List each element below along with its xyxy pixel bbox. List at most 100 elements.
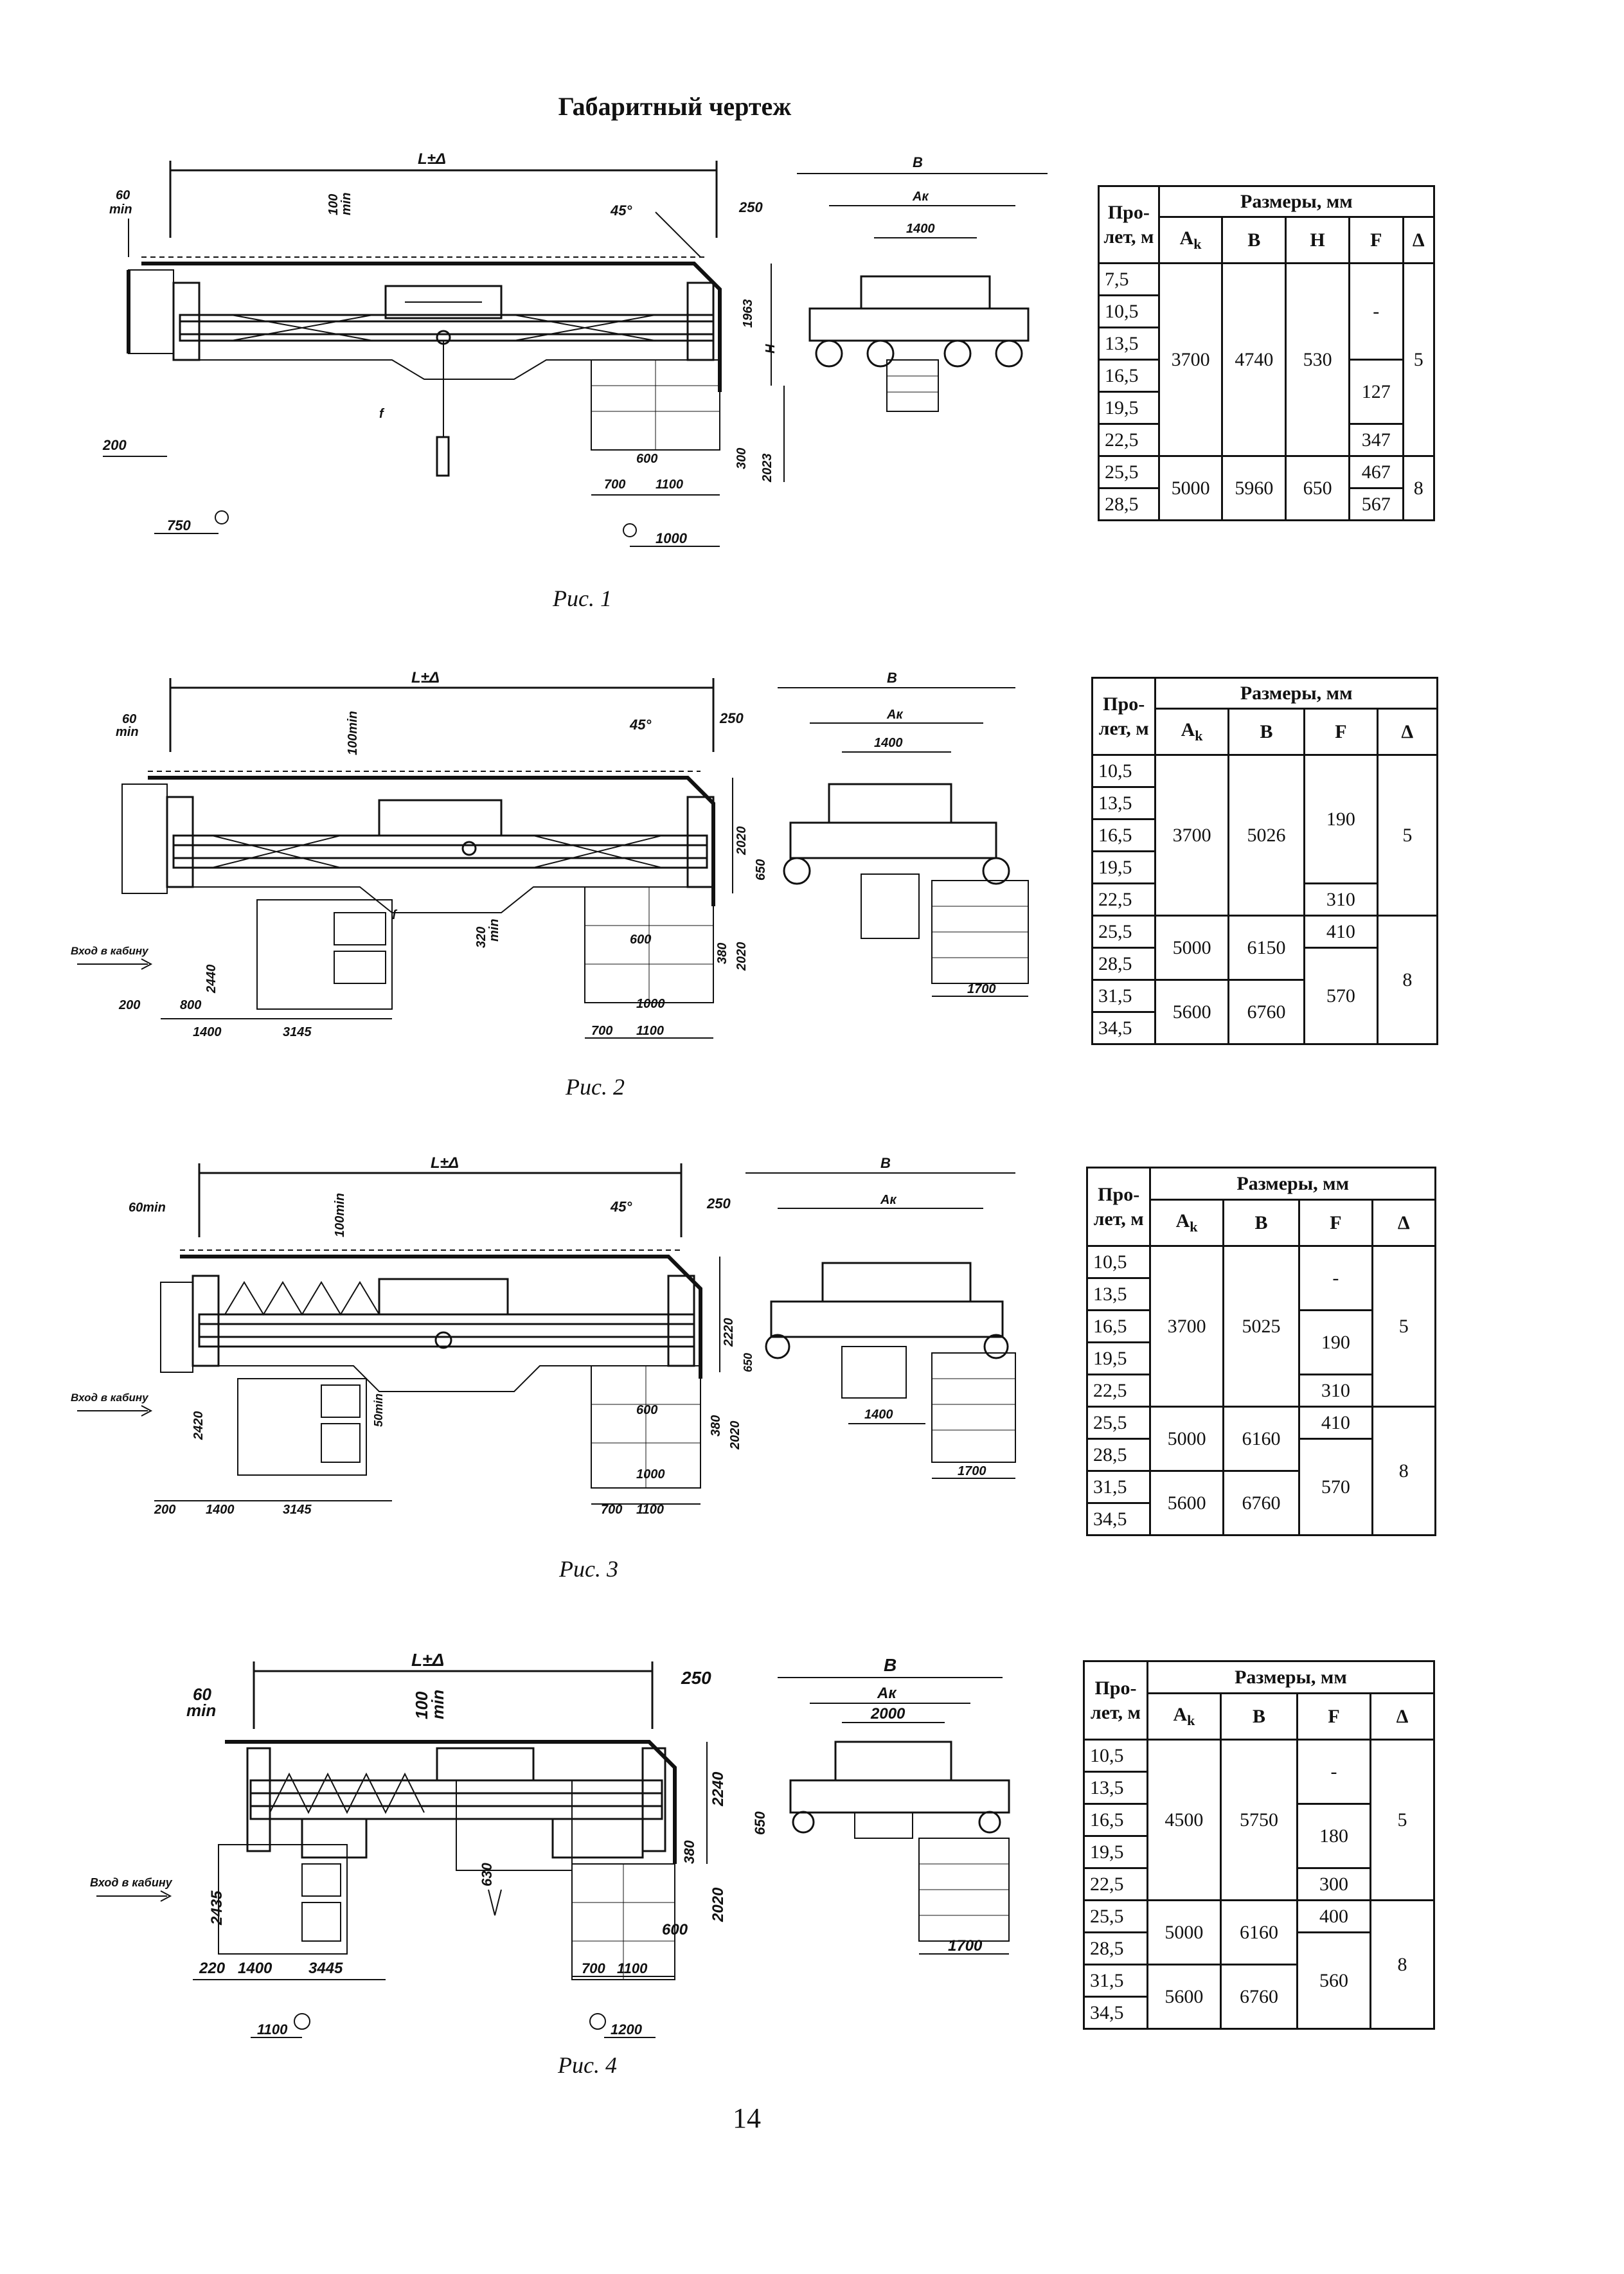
svg-text:700: 700 xyxy=(582,1960,605,1976)
svg-text:min: min xyxy=(428,1690,447,1719)
svg-text:2020: 2020 xyxy=(709,1887,727,1922)
svg-text:1000: 1000 xyxy=(636,1467,665,1482)
svg-text:2020: 2020 xyxy=(728,1421,742,1451)
svg-text:650: 650 xyxy=(752,1811,768,1835)
table-1: Про-лет, м Размеры, мм Ak B H F Δ 7,5 37… xyxy=(1098,185,1436,521)
svg-text:1700: 1700 xyxy=(967,982,996,996)
svg-text:min: min xyxy=(109,202,132,217)
svg-text:1100: 1100 xyxy=(636,1024,664,1038)
svg-text:B: B xyxy=(913,154,923,170)
svg-text:1400: 1400 xyxy=(864,1408,893,1422)
svg-text:1963: 1963 xyxy=(741,300,755,328)
svg-text:100min: 100min xyxy=(333,1193,347,1237)
svg-text:1000: 1000 xyxy=(656,530,688,546)
svg-text:2420: 2420 xyxy=(192,1411,206,1441)
figure-1-drawing: L±Δ 60 min 100 min 45° 250 1963 H f 200 … xyxy=(102,148,1067,585)
svg-text:600: 600 xyxy=(636,1403,657,1417)
col-group-label: Размеры, мм xyxy=(1157,185,1436,218)
col-span-label: Про-лет, м xyxy=(1103,201,1154,247)
svg-text:630: 630 xyxy=(479,1863,495,1886)
svg-text:1400: 1400 xyxy=(906,222,935,236)
svg-text:600: 600 xyxy=(662,1921,688,1938)
svg-text:800: 800 xyxy=(180,998,201,1012)
svg-text:1700: 1700 xyxy=(958,1464,986,1478)
svg-text:50min: 50min xyxy=(372,1393,385,1427)
svg-text:380: 380 xyxy=(709,1415,723,1437)
svg-text:1400: 1400 xyxy=(238,1960,272,1977)
svg-text:700: 700 xyxy=(591,1024,612,1038)
svg-text:L±Δ: L±Δ xyxy=(411,1650,444,1670)
svg-text:f: f xyxy=(379,407,385,421)
svg-text:Вход в кабину: Вход в кабину xyxy=(90,1876,173,1889)
svg-text:750: 750 xyxy=(167,517,191,533)
svg-text:2240: 2240 xyxy=(709,1771,727,1807)
figure-2-caption: Рис. 2 xyxy=(566,1074,625,1100)
svg-text:min: min xyxy=(116,725,139,739)
svg-text:600: 600 xyxy=(636,452,657,466)
svg-text:1100: 1100 xyxy=(636,1503,664,1517)
svg-text:1400: 1400 xyxy=(874,736,903,750)
svg-text:380: 380 xyxy=(681,1840,697,1864)
svg-text:1400: 1400 xyxy=(193,1025,222,1039)
svg-text:1100: 1100 xyxy=(257,2021,288,2037)
svg-text:220: 220 xyxy=(199,1960,226,1977)
svg-text:250: 250 xyxy=(706,1195,731,1212)
svg-text:60: 60 xyxy=(122,712,136,726)
svg-text:B: B xyxy=(887,670,897,686)
svg-text:L±Δ: L±Δ xyxy=(411,669,440,686)
page-title: Габаритный чертеж xyxy=(558,92,792,121)
svg-text:380: 380 xyxy=(715,943,729,964)
svg-text:min: min xyxy=(186,1701,216,1720)
svg-text:1000: 1000 xyxy=(636,997,665,1011)
svg-text:1100: 1100 xyxy=(617,1960,648,1976)
svg-text:650: 650 xyxy=(754,859,768,881)
dim-span: L±Δ xyxy=(418,150,446,168)
svg-text:Вход в кабину: Вход в кабину xyxy=(71,1392,149,1404)
svg-text:2000: 2000 xyxy=(870,1705,906,1723)
figure-3-drawing: L±Δ 60min 100min 45° 250 2220 650 380 20… xyxy=(71,1154,1073,1539)
svg-text:300: 300 xyxy=(735,448,749,469)
svg-text:2020: 2020 xyxy=(735,942,749,972)
svg-text:45°: 45° xyxy=(610,1199,632,1215)
svg-text:700: 700 xyxy=(601,1503,622,1517)
svg-text:1100: 1100 xyxy=(656,478,683,492)
svg-text:60: 60 xyxy=(116,188,130,202)
svg-text:2440: 2440 xyxy=(204,965,219,994)
svg-text:250: 250 xyxy=(681,1668,711,1688)
svg-text:2220: 2220 xyxy=(722,1318,736,1348)
figure-3-caption: Рис. 3 xyxy=(559,1556,618,1582)
svg-text:200: 200 xyxy=(118,998,140,1012)
svg-text:320: 320 xyxy=(474,927,488,948)
table-2: Про-лет, м Размеры, мм Ak B F Δ 10,5 370… xyxy=(1091,677,1439,1045)
figure-4-caption: Рис. 4 xyxy=(558,2052,617,2078)
svg-text:min: min xyxy=(487,918,501,942)
svg-text:Aк: Aк xyxy=(877,1685,897,1702)
page-number: 14 xyxy=(733,2102,761,2134)
svg-text:250: 250 xyxy=(738,199,763,215)
table-3: Про-лет, м Размеры, мм Ak B F Δ 10,5 370… xyxy=(1085,1167,1437,1536)
svg-text:700: 700 xyxy=(604,478,625,492)
svg-text:B: B xyxy=(884,1655,897,1675)
svg-text:2023: 2023 xyxy=(760,454,774,483)
figure-4-drawing: L±Δ 60 min 100 min 250 2240 380 2020 630… xyxy=(90,1650,1067,2050)
svg-text:H: H xyxy=(763,344,778,354)
svg-text:1400: 1400 xyxy=(206,1503,235,1517)
svg-text:1700: 1700 xyxy=(948,1937,983,1955)
svg-text:100: 100 xyxy=(326,194,341,215)
svg-text:Aк: Aк xyxy=(880,1193,897,1207)
svg-text:60min: 60min xyxy=(129,1201,166,1215)
svg-text:B: B xyxy=(880,1155,891,1171)
svg-text:2435: 2435 xyxy=(208,1890,226,1926)
svg-text:3445: 3445 xyxy=(308,1960,343,1977)
svg-text:Aк: Aк xyxy=(912,190,929,204)
svg-text:600: 600 xyxy=(630,933,651,947)
svg-text:Вход в кабину: Вход в кабину xyxy=(71,945,149,957)
svg-text:650: 650 xyxy=(742,1353,754,1372)
svg-text:3145: 3145 xyxy=(283,1025,312,1039)
table-4: Про-лет, м Размеры, мм Ak B F Δ 10,5 450… xyxy=(1083,1660,1436,2030)
svg-text:100min: 100min xyxy=(346,711,360,755)
svg-text:3145: 3145 xyxy=(283,1503,312,1517)
svg-text:60: 60 xyxy=(193,1685,211,1704)
svg-text:f: f xyxy=(392,908,398,922)
svg-text:Aк: Aк xyxy=(886,708,903,722)
